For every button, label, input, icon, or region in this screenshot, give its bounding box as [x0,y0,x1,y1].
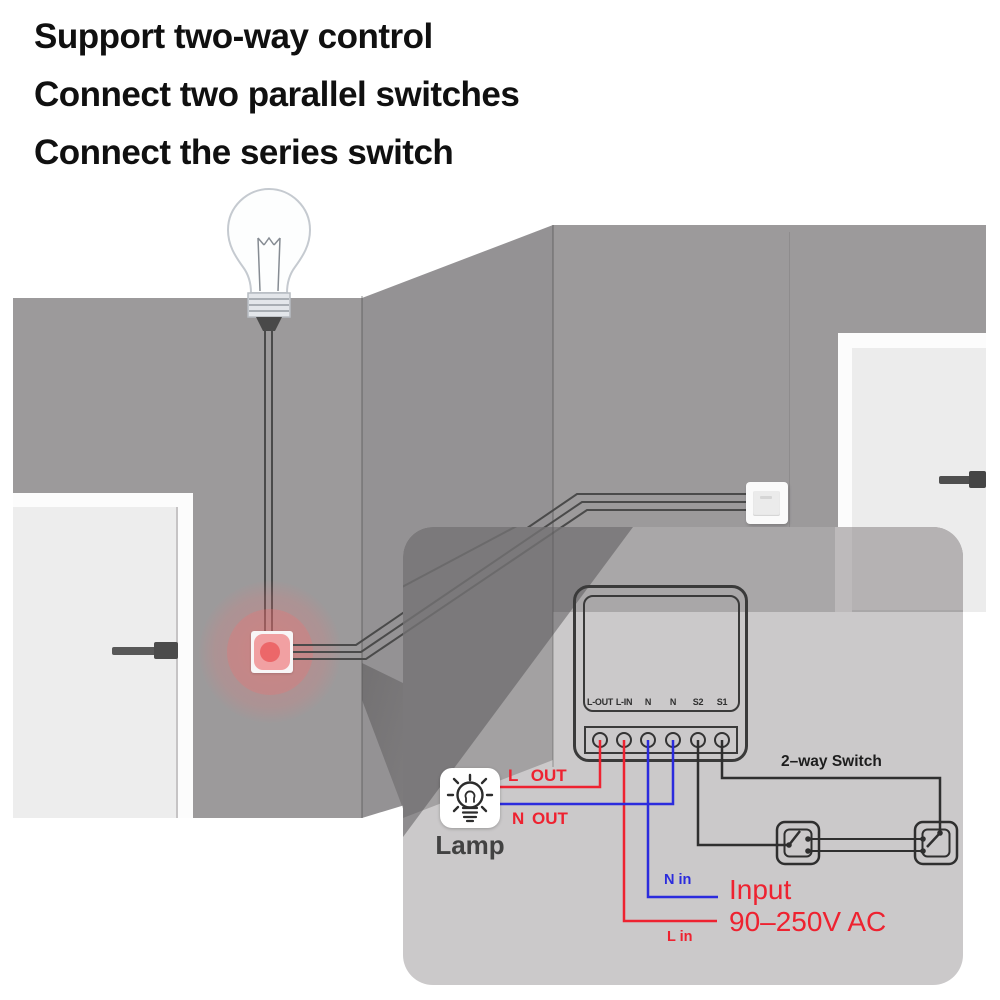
left-door-handle [112,647,160,655]
terminal-l-in [616,732,632,748]
left-door-handle-base [154,642,178,659]
terminal-n1 [640,732,656,748]
heading-parallel-switches: Connect two parallel switches [34,75,520,114]
terminal-n2 [665,732,681,748]
right-door-handle [939,476,974,484]
label-n-in: N in [664,872,692,888]
wall-switch-rocker [753,491,780,516]
heading-two-way-control: Support two-way control [34,17,433,56]
label-l-out: L OUT [508,766,567,785]
label-n-out: N OUT [512,809,568,828]
wall-corner-seam [361,296,363,818]
terminal-s2 [690,732,706,748]
terminal-label-n2: N [669,697,677,707]
module-label-panel [583,595,740,712]
label-l-in: L in [667,929,693,945]
terminal-label-s2: S2 [692,697,704,707]
label-voltage-range: 90–250V AC [729,906,887,937]
label-input: Input [729,874,792,905]
terminal-label-l-out: L-OUT [587,697,613,707]
left-door-seam [176,507,178,818]
terminal-s1 [714,732,730,748]
wall-corner-seam [552,225,554,612]
heading-series-switch: Connect the series switch [34,133,454,172]
terminal-l-out [592,732,608,748]
lamp-icon [440,768,500,828]
wall-switch-slot [760,496,772,499]
label-two-way-switch: 2–way Switch [781,753,882,770]
feature-headings: Support two-way control Connect two para… [34,8,520,182]
terminal-label-n1: N [644,697,652,707]
terminal-label-l-in: L-IN [615,697,633,707]
overlay-door-shade [852,527,963,610]
in-wall-smart-switch-indicator [260,642,280,662]
pendant-cord [264,329,273,632]
overlay-doorframe-shade [835,527,852,612]
left-door [13,507,176,818]
right-door-handle-base [969,471,986,488]
overlay-wall-seam [552,527,554,767]
wall-corner-seam [789,232,790,612]
terminal-label-s1: S1 [716,697,728,707]
label-lamp: Lamp [435,830,505,860]
bulb-glyph-icon [446,773,494,823]
